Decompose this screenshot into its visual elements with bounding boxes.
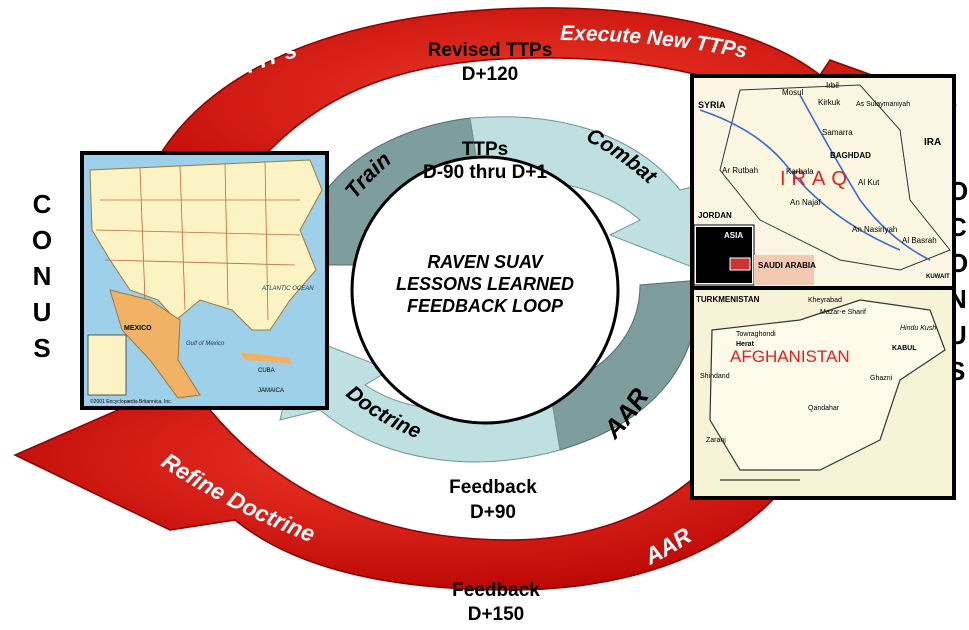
feedback-outer-label: Feedback	[452, 580, 540, 601]
iraq-label-asia: ASIA	[724, 231, 743, 240]
usa-map-label-mexico: MEXICO	[124, 325, 152, 332]
usa-map-caption: ©2001 Encyclopædia Britannica, Inc.	[90, 398, 172, 405]
iraq-label-baghdad: BAGHDAD	[830, 151, 871, 160]
conus-letter: C	[33, 189, 52, 219]
afg-label-kheyrabad: Kheyrabad	[808, 297, 842, 304]
conus-letter: N	[33, 261, 52, 291]
mexico-landmass	[109, 289, 201, 399]
afghanistan-landmass	[709, 299, 946, 471]
ttps-label: TTPs	[462, 139, 508, 160]
iraq-label-saudi: SAUDI ARABIA	[758, 261, 816, 270]
cuba-landmass	[240, 352, 292, 364]
afg-label-shindand: Shindand	[700, 373, 730, 380]
ttps-time: D-90 thru D+1	[423, 162, 547, 183]
feedback-inner-label: Feedback	[449, 477, 537, 498]
afg-label-zaranj: Zaranj	[706, 437, 726, 444]
usa-map: MEXICO Gulf of Mexico ATLANTIC OCEAN CUB…	[80, 151, 329, 410]
conus-letter: U	[33, 297, 52, 327]
usa-map-label-atlantic: ATLANTIC OCEAN	[261, 286, 314, 292]
iraq-landmass	[719, 84, 951, 271]
iraq-label-iran: IRA	[924, 137, 941, 148]
iraq-label-najaf: An Najaf	[790, 198, 821, 207]
feedback-outer-time: D+150	[468, 604, 525, 625]
afg-label-turkmenistan: TURKMENISTAN	[696, 295, 760, 304]
conus-label: C O N U S	[32, 189, 52, 363]
usa-map-label-gulf: Gulf of Mexico	[186, 341, 225, 347]
feedback-inner-time: D+90	[470, 502, 516, 523]
afghanistan-map: AFGHANISTAN TURKMENISTAN Kheyrabad Mazar…	[690, 286, 956, 500]
usa-map-label-jamaica: JAMAICA	[258, 388, 284, 394]
tigris-river	[799, 94, 931, 261]
iraq-label-mosul: Mosul	[782, 88, 804, 97]
iraq-label-kirkuk: Kirkuk	[818, 98, 841, 107]
conus-letter: O	[32, 225, 52, 255]
iraq-label-samarra: Samarra	[822, 128, 853, 137]
iraq-label-nasiriyah: An Nasiriyah	[852, 225, 897, 234]
iraq-label-basrah: Al Basrah	[902, 236, 937, 245]
afghanistan-map-title: AFGHANISTAN	[730, 347, 850, 366]
afg-label-mazar: Mazar-e Sharif	[820, 309, 866, 316]
afg-label-kabul: KABUL	[892, 345, 917, 352]
afg-label-qandahar: Qandahar	[808, 405, 840, 412]
iraq-label-sulaymaniyah: As Sulaymaniyah	[856, 101, 910, 108]
iraq-label-syria: SYRIA	[698, 100, 726, 110]
iraq-label-alkut: Al Kut	[858, 178, 880, 187]
outer-arrow-bottom	[13, 369, 831, 591]
usa-map-label-cuba: CUBA	[258, 368, 275, 374]
euphrates-river	[699, 109, 901, 251]
iraq-label-kuwait: KUWAIT	[926, 274, 950, 280]
afg-label-hindu-kush: Hindu Kush	[900, 325, 936, 332]
afg-label-ghazni: Ghazni	[870, 375, 893, 382]
center-line-3: FEEDBACK LOOP	[407, 296, 564, 316]
afg-label-herat: Herat	[736, 341, 755, 348]
conus-letter: S	[33, 333, 50, 363]
timing-labels: Revised TTPs D+120 TTPs D-90 thru D+1 Fe…	[423, 40, 552, 625]
iraq-label-jordan: JORDAN	[698, 211, 732, 220]
iraq-label-irbil: Irbil	[826, 81, 839, 90]
center-circle: RAVEN SUAV LESSONS LEARNED FEEDBACK LOOP	[350, 155, 620, 425]
iraq-label-karbala: Karbala	[786, 167, 814, 176]
afg-label-towraghondi: Towraghondi	[736, 331, 776, 338]
usa-landmass	[89, 159, 323, 331]
iraq-map: IRAQ SYRIA Mosul Irbil Kirkuk As Sulayma…	[690, 74, 956, 290]
revised-ttps-time: D+120	[462, 64, 519, 85]
center-line-1: RAVEN SUAV	[427, 252, 544, 272]
revised-ttps-label: Revised TTPs	[428, 40, 553, 61]
iraq-label-rutbah: Ar Rutbah	[722, 166, 758, 175]
iraq-map-title: IRAQ	[780, 168, 853, 190]
center-line-2: LESSONS LEARNED	[396, 274, 574, 294]
